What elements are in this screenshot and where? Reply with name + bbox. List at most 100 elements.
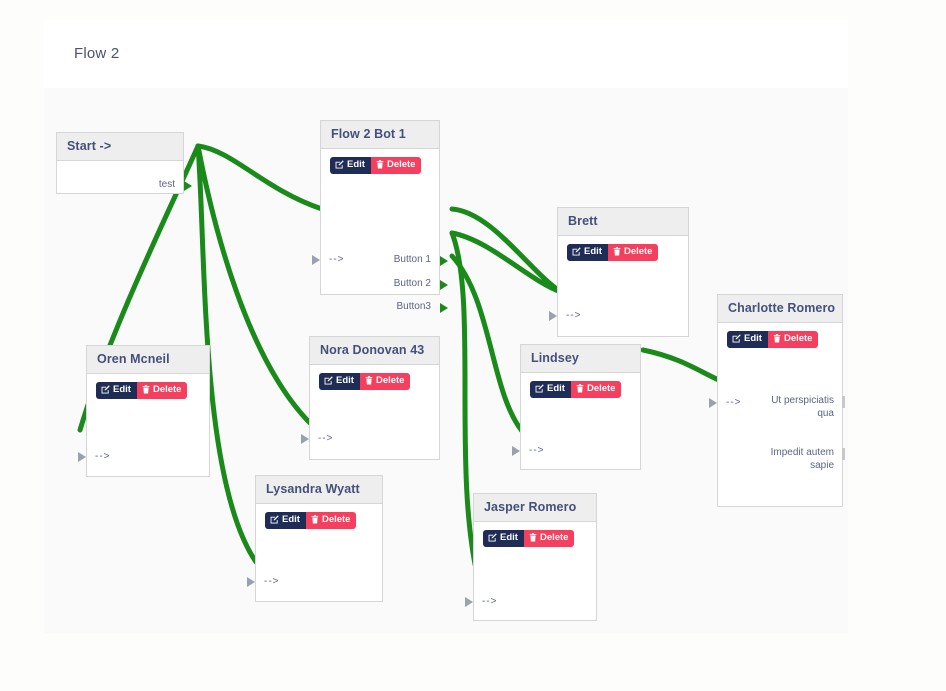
node-title: Oren Mcneil bbox=[87, 346, 209, 374]
edge-button3-to-lindsey bbox=[449, 253, 525, 434]
node-body: Edit Delete --> bbox=[247, 504, 382, 601]
edit-icon bbox=[335, 160, 344, 169]
node-lindsey[interactable]: Lindsey Edit Delete bbox=[512, 344, 641, 470]
edit-button-label: Edit bbox=[500, 532, 518, 543]
node-oren-mcneil[interactable]: Oren Mcneil Edit Delete bbox=[78, 345, 210, 477]
flow-canvas[interactable]: Start -> test Flow 2 Bot 1 Edit bbox=[44, 88, 848, 633]
delete-button[interactable]: Delete bbox=[523, 530, 575, 547]
edit-button[interactable]: Edit bbox=[319, 373, 360, 390]
edit-icon bbox=[270, 515, 279, 524]
edge-lindsey-to-charlotte bbox=[640, 347, 724, 384]
delete-button[interactable]: Delete bbox=[607, 244, 659, 261]
port-stub-2[interactable] bbox=[842, 448, 845, 460]
delete-button-label: Delete bbox=[539, 532, 569, 543]
delete-button-label: Delete bbox=[586, 383, 616, 394]
trash-icon bbox=[613, 247, 621, 256]
port-in[interactable]: --> bbox=[465, 596, 498, 607]
node-title: Nora Donovan 43 bbox=[310, 337, 439, 365]
edit-button-label: Edit bbox=[282, 514, 300, 525]
node-actions: Edit Delete bbox=[727, 331, 833, 348]
node-actions: Edit Delete bbox=[567, 244, 679, 261]
delete-button[interactable]: Delete bbox=[767, 331, 819, 348]
trash-icon bbox=[529, 533, 537, 542]
edit-button[interactable]: Edit bbox=[483, 530, 524, 547]
delete-button-label: Delete bbox=[783, 333, 813, 344]
delete-button-label: Delete bbox=[321, 514, 351, 525]
node-body: Edit Delete --> bbox=[78, 374, 209, 476]
node-body: Edit Delete --> Ut perspiciatis qua Impe… bbox=[709, 323, 845, 506]
port-out-button-3[interactable]: Button3 bbox=[396, 301, 449, 313]
edit-button[interactable]: Edit bbox=[567, 244, 608, 261]
node-title: Lysandra Wyatt bbox=[256, 476, 382, 504]
edit-button[interactable]: Edit bbox=[727, 331, 768, 348]
node-title: Flow 2 Bot 1 bbox=[321, 121, 439, 149]
edit-icon bbox=[488, 533, 497, 542]
node-body: Edit Delete --> bbox=[549, 236, 688, 336]
edit-button[interactable]: Edit bbox=[265, 512, 306, 529]
trash-icon bbox=[376, 160, 384, 169]
port-in[interactable]: --> bbox=[301, 433, 334, 444]
node-brett[interactable]: Brett Edit Delete bbox=[549, 207, 689, 337]
delete-button-label: Delete bbox=[623, 246, 653, 257]
port-in[interactable]: --> bbox=[549, 310, 582, 321]
node-jasper-romero[interactable]: Jasper Romero Edit Delete bbox=[465, 493, 597, 621]
node-charlotte-romero[interactable]: Charlotte Romero Edit Delete bbox=[709, 294, 845, 507]
node-nora-donovan-43[interactable]: Nora Donovan 43 Edit Delete bbox=[301, 336, 440, 460]
edit-icon bbox=[101, 385, 110, 394]
port-in[interactable]: --> bbox=[247, 576, 280, 587]
delete-button-label: Delete bbox=[375, 375, 405, 386]
flow-editor-page: Flow 2 bbox=[44, 20, 848, 633]
delete-button[interactable]: Delete bbox=[359, 373, 411, 390]
trash-icon bbox=[142, 385, 150, 394]
node-title: Start -> bbox=[57, 133, 183, 161]
node-actions: Edit Delete bbox=[96, 382, 200, 399]
node-start[interactable]: Start -> test bbox=[56, 132, 193, 194]
node-actions: Edit Delete bbox=[319, 373, 430, 390]
edit-button[interactable]: Edit bbox=[96, 382, 137, 399]
edit-button[interactable]: Edit bbox=[330, 157, 371, 174]
node-flow-2-bot-1[interactable]: Flow 2 Bot 1 Edit Delete bbox=[312, 120, 449, 313]
node-lysandra-wyatt[interactable]: Lysandra Wyatt Edit Delete bbox=[247, 475, 383, 602]
edit-button-label: Edit bbox=[347, 159, 365, 170]
trash-icon bbox=[365, 376, 373, 385]
edit-button-label: Edit bbox=[744, 333, 762, 344]
node-actions: Edit Delete bbox=[265, 512, 373, 529]
port-out-button-2[interactable]: Button 2 bbox=[393, 278, 449, 290]
edge-button2-to-brett bbox=[449, 230, 564, 295]
edit-icon bbox=[732, 334, 741, 343]
delete-button[interactable]: Delete bbox=[370, 157, 422, 174]
port-stub-1[interactable] bbox=[842, 396, 845, 408]
edge-start-to-flow2bot1 bbox=[195, 143, 325, 212]
text-output-1[interactable]: Ut perspiciatis qua bbox=[771, 395, 834, 419]
node-actions: Edit Delete bbox=[530, 381, 631, 398]
port-out-button-1[interactable]: Button 1 bbox=[393, 254, 449, 266]
delete-button[interactable]: Delete bbox=[136, 382, 188, 399]
edit-button-label: Edit bbox=[547, 383, 565, 394]
port-in[interactable]: --> bbox=[709, 397, 742, 408]
edge-button1-to-brett bbox=[449, 206, 564, 295]
flow-header: Flow 2 bbox=[44, 20, 848, 88]
port-out-test[interactable]: test bbox=[158, 179, 193, 191]
edit-button-label: Edit bbox=[113, 384, 131, 395]
edit-button-label: Edit bbox=[336, 375, 354, 386]
node-body: Edit Delete --> bbox=[465, 522, 596, 620]
port-in[interactable]: --> bbox=[312, 254, 345, 265]
page-title: Flow 2 bbox=[74, 45, 120, 62]
edit-button[interactable]: Edit bbox=[530, 381, 571, 398]
text-output-2[interactable]: Impedit autem sapie bbox=[770, 447, 834, 471]
trash-icon bbox=[773, 334, 781, 343]
edit-icon bbox=[572, 247, 581, 256]
delete-button[interactable]: Delete bbox=[305, 512, 357, 529]
edit-icon bbox=[535, 384, 544, 393]
port-in[interactable]: --> bbox=[512, 445, 545, 456]
node-actions: Edit Delete bbox=[483, 530, 587, 547]
edit-icon bbox=[324, 376, 333, 385]
node-body: Edit Delete --> bbox=[512, 373, 640, 469]
node-title: Charlotte Romero bbox=[718, 295, 842, 323]
delete-button[interactable]: Delete bbox=[570, 381, 622, 398]
port-in[interactable]: --> bbox=[78, 451, 111, 462]
node-title: Lindsey bbox=[521, 345, 640, 373]
edge-start-to-nora bbox=[195, 143, 313, 426]
node-title: Brett bbox=[558, 208, 688, 236]
trash-icon bbox=[311, 515, 319, 524]
